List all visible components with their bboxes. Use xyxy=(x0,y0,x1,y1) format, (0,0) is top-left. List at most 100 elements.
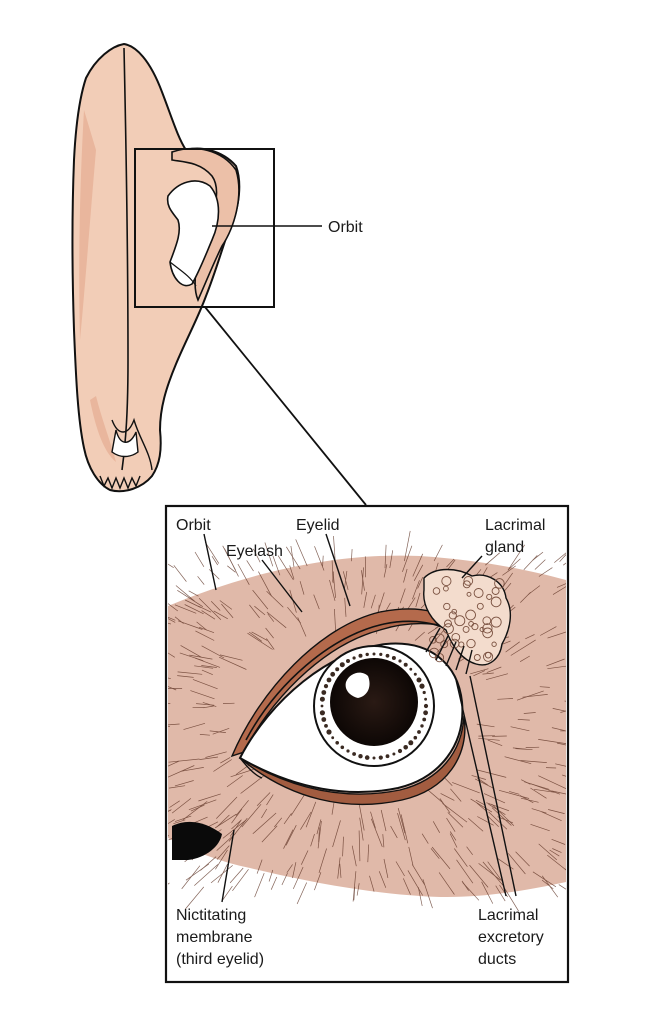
fur-stroke xyxy=(256,792,271,807)
fur-stroke xyxy=(261,808,268,819)
iris-speckle xyxy=(416,677,422,683)
eye-inset-illustration xyxy=(168,530,566,912)
zoom-connector-line xyxy=(204,306,367,506)
fur-stroke xyxy=(198,626,215,634)
fur-stroke xyxy=(367,844,370,863)
fur-stroke xyxy=(552,586,566,595)
orbit-inset-label: Orbit xyxy=(176,517,211,534)
fur-stroke xyxy=(454,848,468,867)
fur-stroke xyxy=(417,577,424,589)
fur-stroke xyxy=(466,846,473,856)
nictitating-leader xyxy=(221,829,235,903)
orbit-opening xyxy=(166,180,220,287)
fur-stroke xyxy=(216,845,230,860)
fur-stroke xyxy=(334,608,337,635)
fur-stroke xyxy=(317,820,322,849)
iris-speckle xyxy=(413,672,417,676)
fur-stroke xyxy=(517,719,530,721)
iris-speckle xyxy=(340,745,345,750)
fur-stroke xyxy=(488,803,506,815)
fur-stroke xyxy=(456,859,474,884)
gland-lobule xyxy=(476,602,484,610)
fur-stroke xyxy=(547,854,566,871)
fur-stroke xyxy=(370,594,376,609)
gland-lobule xyxy=(432,587,441,595)
iris-speckle xyxy=(391,656,396,660)
gland-lobule xyxy=(465,609,476,621)
fur-stroke xyxy=(229,819,242,837)
iris-speckle xyxy=(398,659,402,663)
fur-stroke xyxy=(558,884,566,890)
fur-stroke xyxy=(318,827,320,843)
fur-stroke xyxy=(254,605,266,616)
iris-speckle xyxy=(385,754,390,759)
gland-lobule xyxy=(448,611,457,620)
gland-lobule xyxy=(473,588,484,598)
iris-speckle xyxy=(372,756,376,760)
fur-stroke xyxy=(332,571,334,582)
fur-stroke xyxy=(300,850,309,865)
fur-stroke xyxy=(351,549,353,562)
fur-stroke xyxy=(169,800,180,808)
skull-teeth xyxy=(99,475,141,490)
gland-lobule xyxy=(491,641,497,647)
fur-stroke xyxy=(177,590,203,607)
fur-stroke xyxy=(519,655,530,663)
fur-stroke xyxy=(531,808,547,814)
pupil xyxy=(330,658,418,746)
iris-speckle xyxy=(413,735,418,740)
fur-stroke xyxy=(470,798,493,813)
fur-stroke xyxy=(421,833,429,844)
fur-stroke xyxy=(530,787,547,799)
fur-stroke xyxy=(486,666,502,673)
lacrimal-gland-label-line2: gland xyxy=(485,539,524,556)
fur-stroke xyxy=(168,603,179,612)
fur-stroke xyxy=(287,606,301,624)
fur-stroke xyxy=(417,887,423,906)
iris-speckle xyxy=(372,652,376,656)
fur-stroke xyxy=(314,546,325,571)
fur-stroke xyxy=(487,861,504,884)
fur-stroke xyxy=(316,819,322,835)
fur-stroke xyxy=(504,756,532,765)
fur-stroke xyxy=(353,886,356,901)
fur-stroke xyxy=(380,809,387,832)
fur-stroke xyxy=(358,830,361,862)
fur-stroke xyxy=(491,807,512,826)
fur-stroke xyxy=(168,765,195,778)
fur-stroke xyxy=(502,572,513,588)
iris-speckle xyxy=(423,710,428,716)
gland-lobule xyxy=(466,638,476,649)
fur-stroke xyxy=(213,610,228,620)
fur-stroke xyxy=(412,553,424,577)
fur-stroke xyxy=(174,604,197,614)
fur-stroke xyxy=(541,879,554,890)
fur-stroke xyxy=(209,730,226,733)
fur-stroke xyxy=(219,600,233,610)
fur-stroke xyxy=(533,788,555,793)
iris-speckle xyxy=(422,690,426,695)
fur-stroke xyxy=(510,639,536,656)
fur-stroke xyxy=(229,867,244,884)
fur-stroke xyxy=(402,878,411,895)
fur-stroke xyxy=(292,862,297,879)
iris-speckle xyxy=(321,717,327,722)
fur-stroke xyxy=(297,617,307,637)
fur-stroke xyxy=(292,866,304,890)
fur-stroke xyxy=(322,555,324,567)
fur-stroke xyxy=(168,618,176,623)
zygomatic-arch xyxy=(171,147,240,303)
fur-stroke xyxy=(449,833,458,848)
fur-stroke xyxy=(521,779,531,785)
fur-stroke xyxy=(226,775,243,788)
lacrimal-gland-label-line1: Lacrimal xyxy=(485,517,545,534)
eyelash-band xyxy=(245,620,459,741)
fur-stroke xyxy=(247,632,273,650)
fur-stroke xyxy=(495,885,506,902)
fur-stroke xyxy=(525,634,535,640)
fur-stroke xyxy=(344,570,348,589)
fur-stroke xyxy=(559,554,566,562)
fur-stroke xyxy=(551,838,566,845)
gland-lobule xyxy=(490,616,502,628)
fur-stroke xyxy=(194,665,214,669)
